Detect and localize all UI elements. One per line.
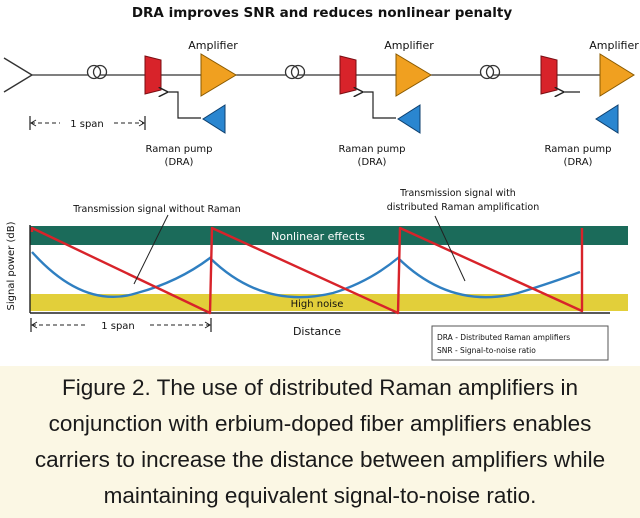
raman-coupler-icon bbox=[144, 55, 162, 95]
abbreviation-legend bbox=[431, 325, 609, 361]
raman-pump-sublabel: (DRA) bbox=[165, 157, 194, 168]
signal-with-raman-label: Transmission signal with bbox=[399, 188, 516, 199]
y-axis-label: Signal power (dB) bbox=[6, 221, 17, 310]
without-raman-leader bbox=[133, 214, 169, 285]
amplifier-label: Amplifier bbox=[384, 39, 434, 52]
figure-caption: Figure 2. The use of distributed Raman a… bbox=[34, 375, 606, 508]
signal-without-raman-curve bbox=[30, 226, 584, 315]
raman-coupler-icon bbox=[339, 55, 357, 95]
signal-without-raman-label: Transmission signal without Raman bbox=[72, 204, 241, 215]
fiber-coil-icon bbox=[284, 64, 306, 80]
signal-power-plot: Signal power (dB) Nonlinear effects High… bbox=[6, 188, 628, 361]
raman-pump-label: Raman pump bbox=[145, 144, 212, 155]
plot-span-label: 1 span bbox=[101, 321, 135, 332]
fiber-link-diagram: Amplifier Raman pump (DRA) Amplifier Ram… bbox=[3, 39, 639, 168]
caption-background bbox=[0, 366, 640, 518]
raman-coupler-icon bbox=[540, 55, 558, 95]
amplifier-icon bbox=[395, 53, 432, 97]
raman-pump-icon bbox=[595, 104, 619, 134]
raman-pump-icon bbox=[202, 104, 226, 134]
signal-with-raman-label-2: distributed Raman amplification bbox=[387, 202, 540, 213]
signal-with-raman-curve bbox=[31, 251, 581, 299]
amplifier-icon bbox=[200, 53, 237, 97]
raman-pump-icon bbox=[397, 104, 421, 134]
amplifier-label: Amplifier bbox=[589, 39, 639, 52]
raman-pump-sublabel: (DRA) bbox=[564, 157, 593, 168]
span-dimension bbox=[29, 116, 146, 130]
raman-pump-label: Raman pump bbox=[338, 144, 405, 155]
span-label: 1 span bbox=[70, 119, 104, 130]
amplifier-label: Amplifier bbox=[188, 39, 238, 52]
raman-pump-sublabel: (DRA) bbox=[358, 157, 387, 168]
legend-dra: DRA - Distributed Raman amplifiers bbox=[437, 333, 570, 342]
high-noise-label: High noise bbox=[291, 299, 344, 310]
pump-feed-line bbox=[362, 92, 396, 119]
with-raman-leader bbox=[434, 215, 466, 282]
x-axis-label: Distance bbox=[293, 325, 341, 338]
nonlinear-effects-band bbox=[30, 226, 628, 245]
raman-pump-label: Raman pump bbox=[544, 144, 611, 155]
fiber-coil-icon bbox=[86, 64, 108, 80]
legend-snr: SNR - Signal-to-noise ratio bbox=[437, 346, 536, 355]
transmitter-icon bbox=[3, 57, 34, 93]
plot-span-dimension bbox=[30, 318, 212, 332]
nonlinear-effects-label: Nonlinear effects bbox=[271, 230, 365, 243]
amplifier-icon bbox=[599, 53, 635, 97]
pump-feed-line bbox=[167, 92, 201, 119]
diagram-title: DRA improves SNR and reduces nonlinear p… bbox=[132, 5, 513, 21]
fiber-coil-icon bbox=[479, 64, 501, 80]
